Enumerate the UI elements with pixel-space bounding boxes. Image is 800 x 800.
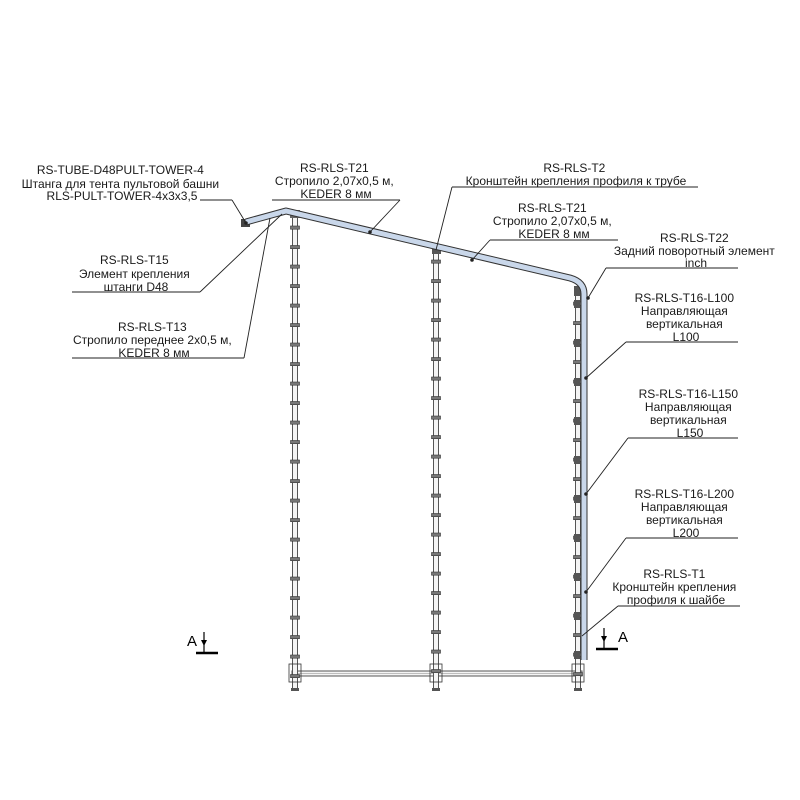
label-t2: RS-RLS-T2 Кронштейн крепления профиля к … [466, 161, 687, 188]
guide-bracket [574, 534, 580, 542]
label-t21a: RS-RLS-T21 Стропило 2,07x0,5 м, KEDER 8 … [275, 161, 397, 201]
base-joint [571, 663, 585, 683]
post-clamp [431, 415, 441, 420]
post-clamp [290, 303, 300, 308]
post-clamp [431, 493, 441, 498]
post-clamp [431, 610, 441, 615]
section-marker-right: A [596, 628, 628, 651]
post-clamp [290, 615, 300, 620]
post-clamp [290, 557, 300, 562]
post-clamp [431, 396, 441, 401]
post-clamp [431, 435, 441, 440]
label-tube: RS-TUBE-D48PULT-TOWER-4 Штанга для тента… [22, 163, 223, 203]
leader-lines [72, 186, 740, 637]
post-clamp [431, 532, 441, 537]
rear-top-connector [574, 286, 582, 296]
post-clamp [290, 440, 300, 445]
post-clamp [431, 337, 441, 342]
section-marker-left: A [187, 632, 218, 655]
post-clamp [431, 279, 441, 284]
guide-bracket [574, 300, 580, 308]
post-clamp [431, 454, 441, 459]
svg-text:A: A [187, 633, 197, 650]
post-clamp [290, 479, 300, 484]
post-clamp [290, 323, 300, 328]
post-clamp [431, 474, 441, 479]
post-clamp [290, 674, 300, 679]
scaffold-post [433, 247, 439, 691]
scaffold-post [575, 289, 581, 691]
label-l200: RS-RLS-T16-L200 Направляющая вертикальна… [635, 487, 738, 540]
guide-bracket [574, 378, 580, 386]
post-clamp [431, 669, 441, 674]
post-clamp [431, 552, 441, 557]
post-clamp [290, 381, 300, 386]
post-clamp [290, 420, 300, 425]
label-l150: RS-RLS-T16-L150 Направляющая вертикальна… [639, 387, 742, 440]
scaffold-frame [241, 210, 585, 691]
guide-bracket [574, 456, 580, 464]
post-clamp [290, 635, 300, 640]
post-clamp [290, 596, 300, 601]
post-clamp [431, 298, 441, 303]
label-t13: RS-RLS-T13 Стропило переднее 2x0,5 м, KE… [73, 320, 235, 360]
guide-bracket [574, 417, 580, 425]
guide-bracket [574, 495, 580, 503]
label-t1: RS-RLS-T1 Кронштейн крепления профиля к … [612, 567, 739, 607]
post-clamp [573, 672, 583, 677]
post-clamp [290, 537, 300, 542]
post-clamp [290, 362, 300, 367]
guide-bracket [574, 612, 580, 620]
label-t22: RS-RLS-T22 Задний поворотный элемент inc… [614, 231, 778, 270]
base-joint [429, 663, 443, 683]
post-clamp [290, 401, 300, 406]
post-clamp [431, 357, 441, 362]
post-clamp [431, 376, 441, 381]
label-l100: RS-RLS-T16-L100 Направляющая вертикальна… [635, 291, 738, 344]
label-t15: RS-RLS-T15 Элемент крепления штанги D48 [79, 253, 193, 294]
rafter-tube [245, 207, 588, 660]
post-clamp [290, 284, 300, 289]
post-clamp [290, 654, 300, 659]
guide-bracket [574, 651, 580, 659]
post-clamp [431, 630, 441, 635]
post-clamp [431, 571, 441, 576]
post-clamp [290, 576, 300, 581]
guide-bracket [574, 573, 580, 581]
base-foot [432, 688, 440, 691]
post-clamp [431, 318, 441, 323]
base-joint [288, 663, 302, 683]
svg-text:A: A [618, 629, 628, 646]
base-foot [574, 688, 582, 691]
post-clamp [431, 591, 441, 596]
post-clamp [290, 459, 300, 464]
post-clamp [431, 513, 441, 518]
post-clamp [290, 225, 300, 230]
base-foot [291, 688, 299, 691]
label-t21b: RS-RLS-T21 Стропило 2,07x0,5 м, KEDER 8 … [493, 201, 615, 241]
post-clamp [290, 498, 300, 503]
post-clamp [290, 342, 300, 347]
post-clamp [290, 264, 300, 269]
post-clamp [431, 649, 441, 654]
post-clamp [290, 245, 300, 250]
guide-bracket [574, 339, 580, 347]
post-clamp [431, 259, 441, 264]
post-clamp [290, 518, 300, 523]
